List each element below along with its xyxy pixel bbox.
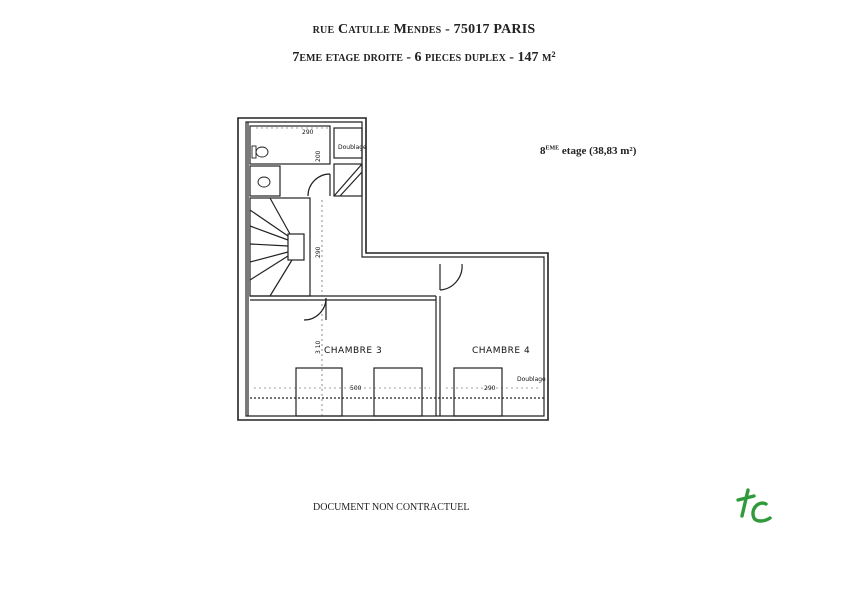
dim-top-wall: 290 (302, 129, 314, 136)
tc-logo-icon (736, 488, 772, 523)
room-label-chambre-4: CHAMBRE 4 (472, 346, 530, 356)
floor-label: 8EME etage (38,83 m²) (540, 145, 636, 157)
dim-ch3-width: 500 (350, 385, 362, 392)
walls (237, 117, 549, 421)
address-title: rue Catulle Mendes - 75017 PARIS (312, 22, 536, 37)
floor-label-number: 8 (540, 145, 546, 157)
floor-label-superscript: EME (545, 145, 560, 152)
apartment-subtitle: 7eme etage droite - 6 pieces duplex - 14… (292, 50, 556, 65)
room-label-chambre-3: CHAMBRE 3 (324, 346, 382, 356)
sink-icon (257, 176, 271, 188)
floor-label-text: etage (38,83 m²) (559, 145, 637, 157)
toilet-tank-icon (251, 145, 257, 159)
sanitary-fixtures (251, 145, 271, 188)
dim-wc-height: 200 (315, 150, 322, 162)
disclaimer-text: DOCUMENT NON CONTRACTUEL (313, 502, 470, 513)
dim-ch4-width: 290 (484, 385, 496, 392)
dim-ch3-height: 3 10 (315, 340, 322, 354)
dim-hall-height: 290 (315, 246, 322, 258)
toilet-icon (255, 146, 269, 158)
doublage-ch4-label: Doublage (517, 376, 546, 383)
doublage-top-label: Doublage (338, 144, 367, 151)
dimension-lines (254, 127, 540, 416)
